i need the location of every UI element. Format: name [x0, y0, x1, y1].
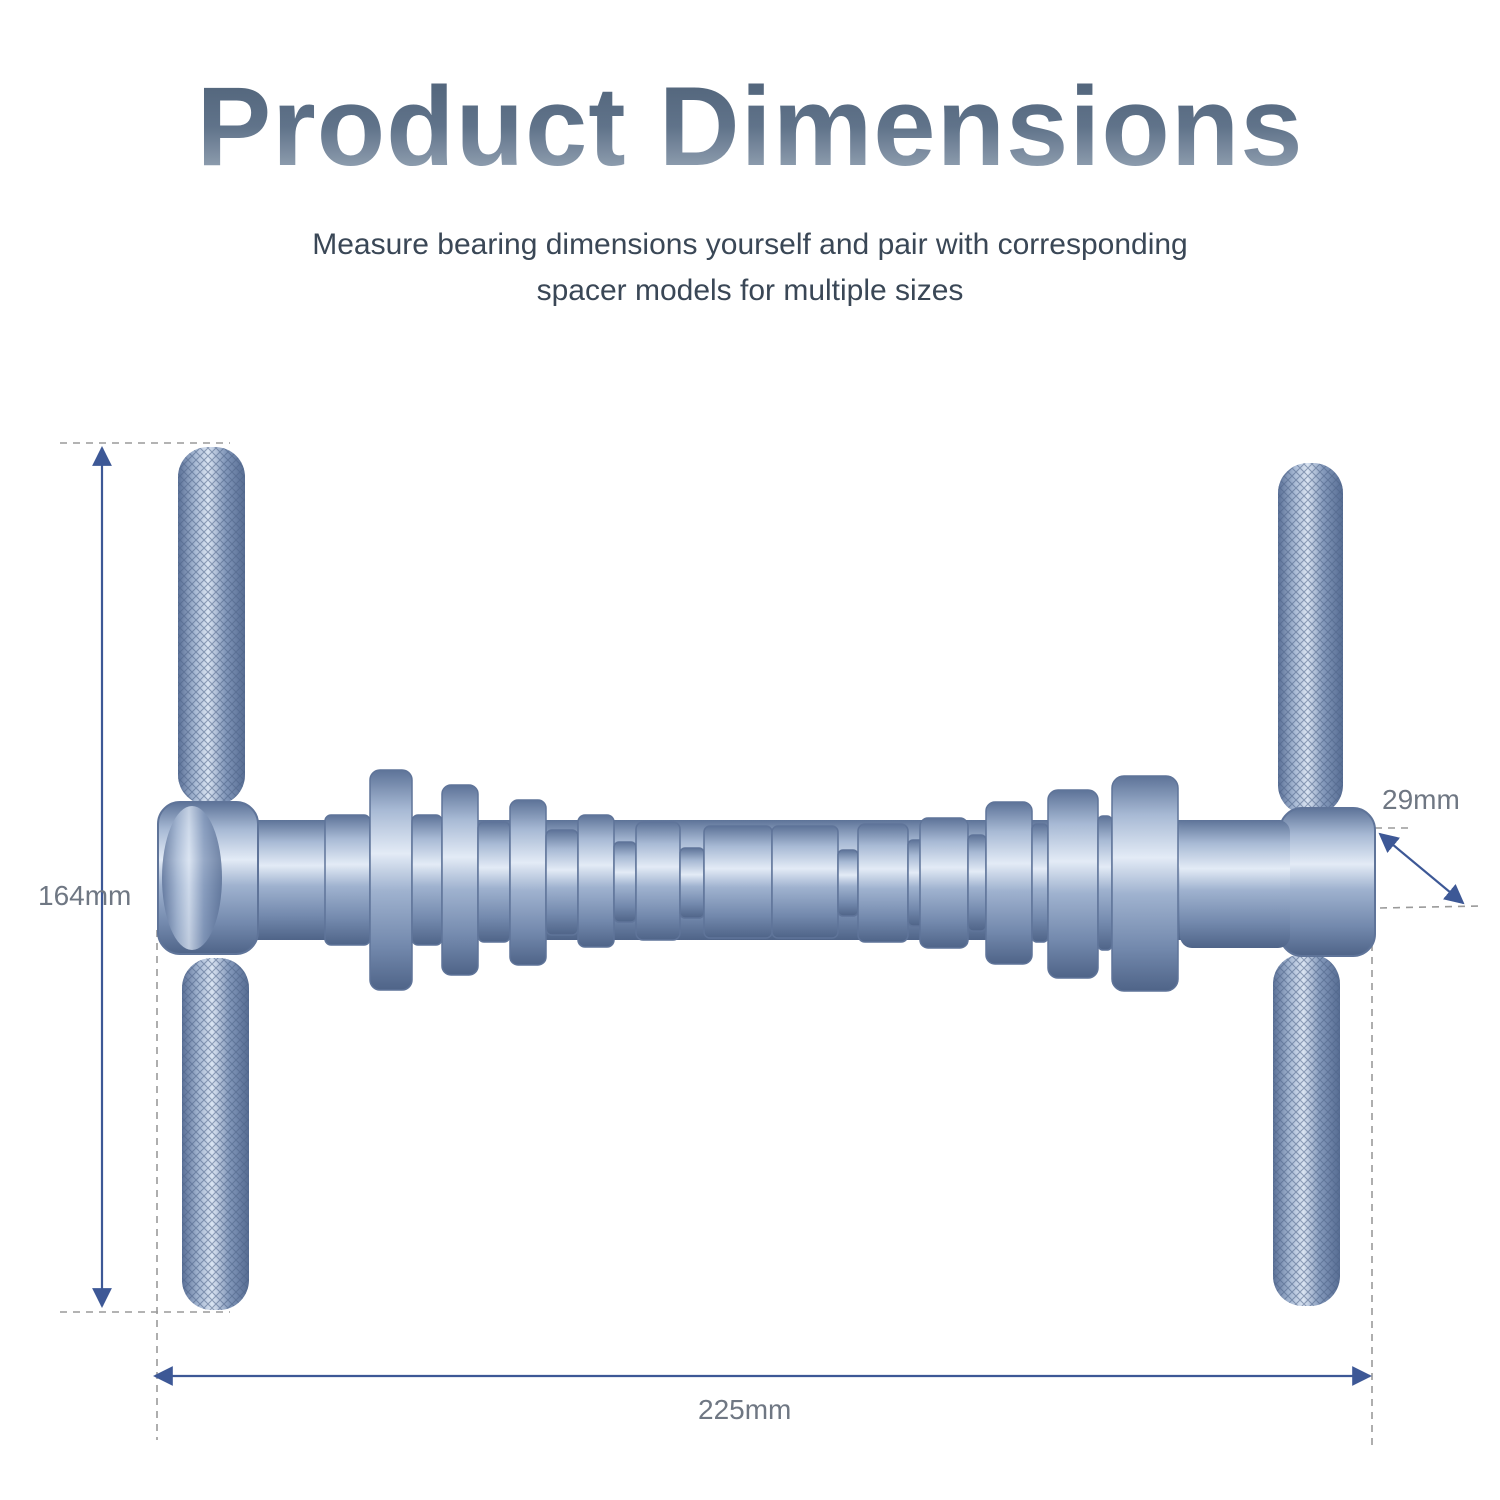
press-shaft	[157, 769, 1376, 992]
left-handle	[178, 447, 249, 1310]
diameter-dimension-label: 29mm	[1382, 784, 1460, 815]
dashed-guides	[60, 442, 1481, 1450]
subtitle-line-1: Measure bearing dimensions yourself and …	[312, 228, 1188, 261]
subtitle-line-2: spacer models for multiple sizes	[536, 274, 964, 307]
page-subtitle: Measure bearing dimensions yourself and …	[200, 222, 1300, 314]
height-dimension-label: 164mm	[38, 880, 132, 911]
diameter-arrow	[1378, 832, 1465, 905]
width-dimension-label: 225mm	[698, 1394, 792, 1425]
right-handle	[1273, 463, 1343, 1306]
dimension-arrows	[92, 446, 1465, 1386]
page-title: Product Dimensions	[0, 62, 1500, 192]
